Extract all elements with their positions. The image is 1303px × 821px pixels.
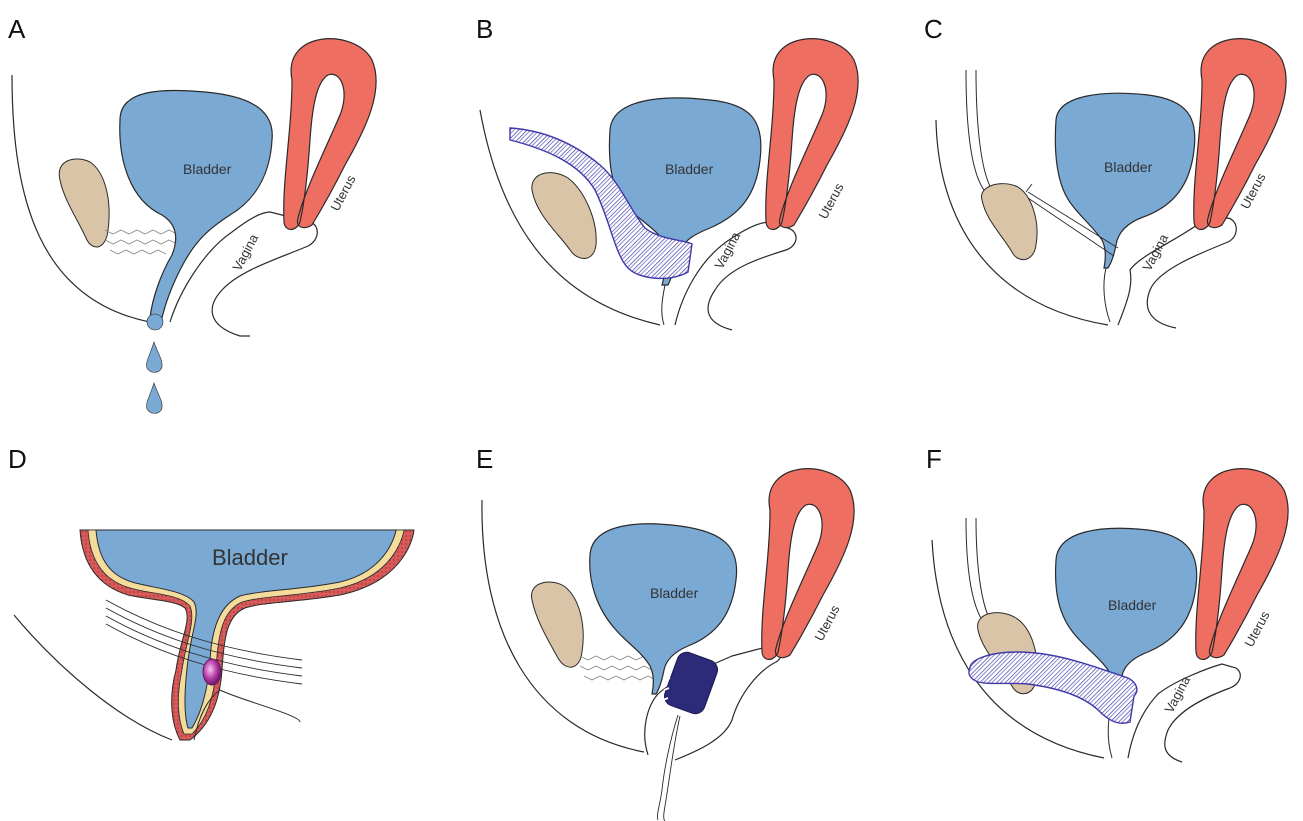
pubic-bone <box>532 173 596 259</box>
ligament <box>105 230 177 254</box>
vagina-outline <box>1118 218 1236 328</box>
panel-letter-c: C <box>924 14 943 44</box>
bladder-label: Bladder <box>212 545 288 570</box>
panel-letter-a: A <box>8 14 26 44</box>
panel-letter-e: E <box>476 444 493 474</box>
bladder-label: Bladder <box>1108 597 1157 613</box>
panel-letter-b: B <box>476 14 493 44</box>
body-contour <box>14 615 172 740</box>
panel-d: D Bladder <box>8 444 414 740</box>
urine-drop <box>147 342 163 372</box>
bladder-label: Bladder <box>665 161 714 177</box>
urethra-line <box>1104 268 1110 322</box>
urine-drop <box>147 383 163 413</box>
bladder-label: Bladder <box>1104 159 1153 175</box>
panel-a: A Bladder Uterus Vagina <box>8 14 376 413</box>
bladder-label: Bladder <box>183 161 232 177</box>
vagina-label: Vagina <box>1161 673 1193 716</box>
panel-letter-f: F <box>926 444 942 474</box>
pubic-bone <box>982 184 1037 260</box>
panel-e: E Bladder Uterus <box>476 444 854 821</box>
urine-drop <box>147 314 163 330</box>
vagina-label: Vagina <box>1139 231 1171 274</box>
pessary-string <box>657 715 680 821</box>
uterus-shape <box>766 39 858 230</box>
urethra-line <box>662 285 665 325</box>
panel-letter-d: D <box>8 444 27 474</box>
panel-c: C Bladder Uterus Vagina <box>924 14 1286 328</box>
bladder-shape <box>1055 93 1194 268</box>
panel-f: F Bladder Uterus Vagina <box>926 444 1288 762</box>
abdominal-wall <box>966 518 990 620</box>
artificial-sphincter-balloon <box>203 659 221 685</box>
uterus-shape <box>1196 469 1288 660</box>
abdominal-wall <box>966 70 992 190</box>
panel-b: B Bladder Uterus Vagina <box>476 14 858 330</box>
pubic-bone <box>532 582 584 667</box>
bladder-shape <box>120 90 272 318</box>
pessary-device <box>662 650 721 717</box>
uterus-shape <box>762 469 854 660</box>
pubic-bone <box>59 159 109 247</box>
uterus-label: Uterus <box>815 180 846 221</box>
bladder-label: Bladder <box>650 585 699 601</box>
